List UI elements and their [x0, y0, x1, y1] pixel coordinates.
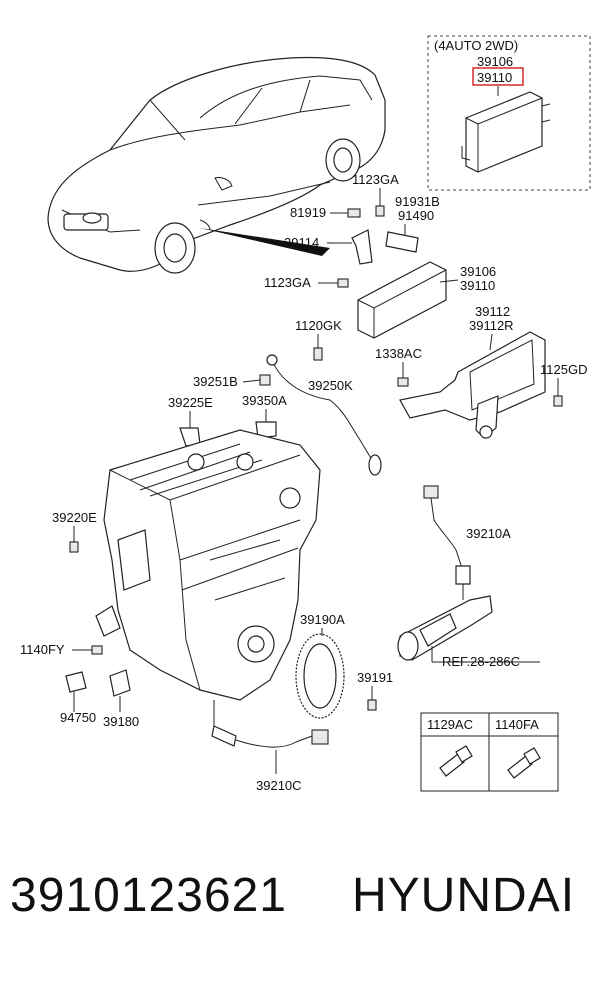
- engine-illustration: 39220E: [52, 429, 321, 701]
- label-39106-main: 39106: [460, 264, 496, 279]
- sensor-cluster: 39251B 39250K 39225E 39350A: [168, 354, 382, 476]
- label-39110-main: 39110: [460, 278, 495, 293]
- label-39210C: 39210C: [256, 778, 302, 793]
- fastener-col-1129AC: 1129AC: [427, 717, 473, 732]
- label-39220E: 39220E: [52, 510, 97, 525]
- inset-title: (4AUTO 2WD): [434, 38, 518, 53]
- bolt-1129AC-icon: [439, 745, 473, 777]
- label-1123GA-mid: 1123GA: [264, 275, 311, 290]
- label-39112: 39112: [475, 304, 510, 319]
- label-39114: 39114: [284, 235, 319, 250]
- footer: 3910123621 HYUNDAI: [0, 868, 600, 958]
- part-number: 3910123621: [10, 869, 287, 922]
- label-94750: 94750: [60, 710, 96, 725]
- ring-gear: 39190A 39191: [295, 612, 393, 719]
- fastener-col-1140FA: 1140FA: [495, 717, 539, 732]
- label-ref: REF.28-286C: [442, 654, 520, 669]
- label-39112R: 39112R: [469, 318, 514, 333]
- label-39225E: 39225E: [168, 395, 213, 410]
- label-39250K: 39250K: [308, 378, 353, 393]
- label-1123GA-top: 1123GA: [352, 172, 399, 187]
- label-39350A: 39350A: [242, 393, 287, 408]
- lower-sensors: 1140FY 94750 39180: [20, 642, 139, 729]
- label-39180: 39180: [103, 714, 139, 729]
- ecu-cluster: 1123GA 81919 91931B 91490 39114 1123GA 3…: [264, 172, 587, 439]
- label-39210A: 39210A: [466, 526, 511, 541]
- inset-part-39110: 39110: [477, 70, 512, 85]
- label-91490: 91490: [398, 208, 434, 223]
- inset-box: (4AUTO 2WD) 39106 39110: [427, 35, 591, 191]
- fastener-table: 1129AC 1140FA: [420, 712, 559, 792]
- label-91931B: 91931B: [395, 194, 440, 209]
- bolt-1140FA-icon: [507, 747, 541, 779]
- label-39251B: 39251B: [193, 374, 238, 389]
- o2-sensor-upper: 39210A REF.28-286C: [397, 485, 540, 669]
- highlight-box: [472, 67, 524, 86]
- car-illustration: [47, 56, 386, 274]
- label-81919: 81919: [290, 205, 326, 220]
- brand-name: HYUNDAI: [352, 869, 576, 922]
- inset-part-39106: 39106: [477, 54, 513, 69]
- o2-sensor-lower: 39210C: [211, 700, 329, 793]
- label-1140FY: 1140FY: [20, 642, 65, 657]
- label-39191: 39191: [357, 670, 393, 685]
- label-39190A: 39190A: [300, 612, 345, 627]
- label-1120GK: 1120GK: [295, 318, 342, 333]
- label-1125GD: 1125GD: [540, 362, 587, 377]
- label-1338AC: 1338AC: [375, 346, 422, 361]
